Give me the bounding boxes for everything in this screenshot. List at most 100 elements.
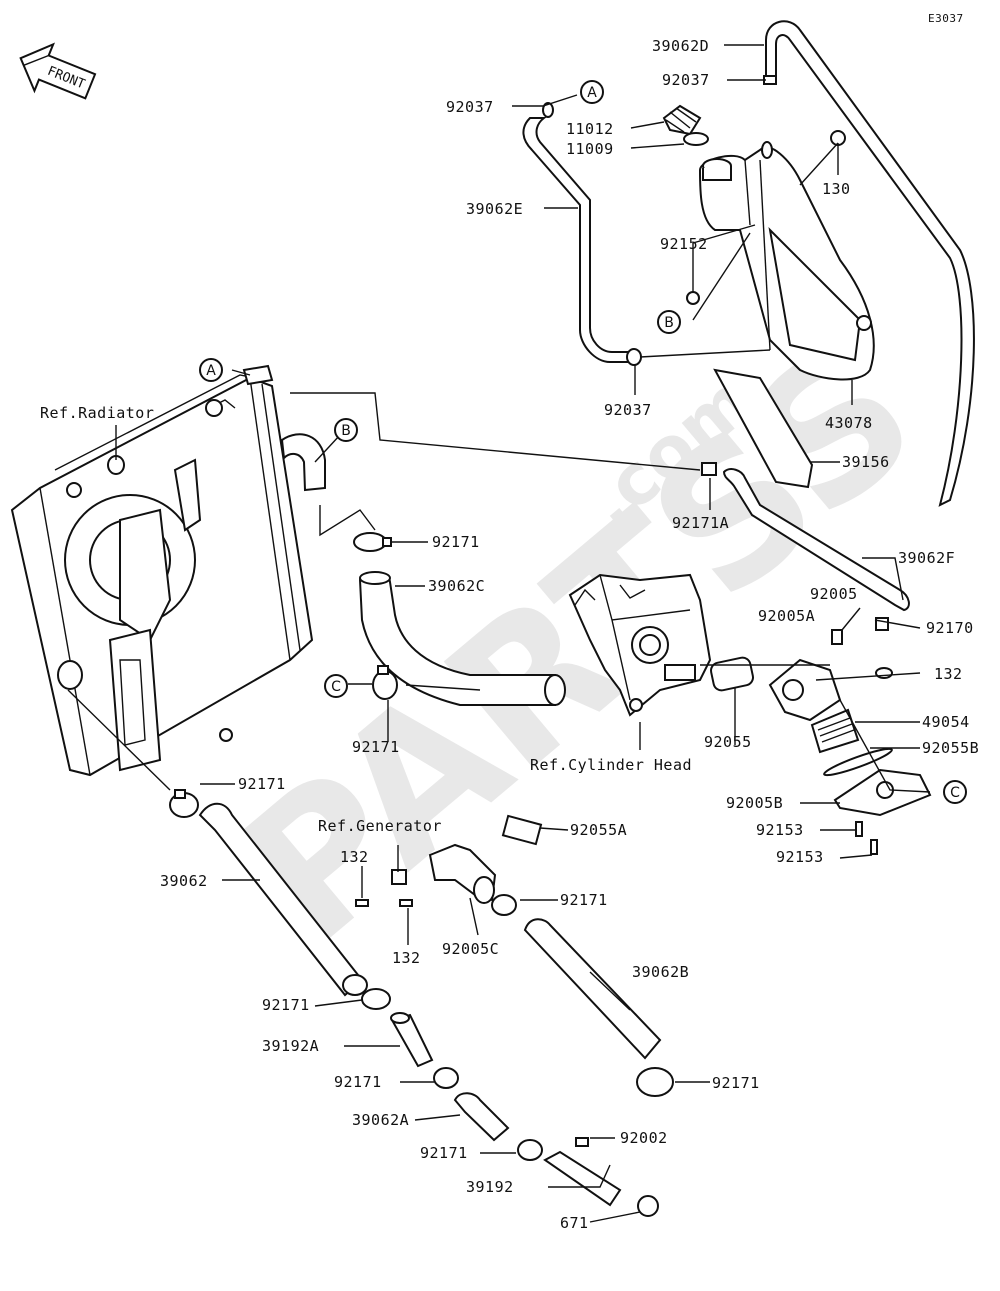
part-label: 39062B (632, 963, 689, 981)
part-label: 92037 (662, 71, 710, 89)
bolt-132-left (355, 899, 369, 907)
bolt-92153-a (855, 821, 863, 837)
bolt-92153-b (870, 839, 878, 855)
part-label: 39062C (428, 577, 485, 595)
oring-671 (637, 1195, 659, 1217)
part-label: 39192A (262, 1037, 319, 1055)
circle-ref-c-right: C (943, 780, 967, 804)
ref-label: Ref.Radiator (40, 404, 154, 422)
cylinder-head (568, 573, 712, 717)
part-label: 39062D (652, 37, 709, 55)
part-label: 39062F (898, 549, 955, 567)
hose-39062a (453, 1092, 510, 1142)
clamp-92171-radiator (169, 789, 199, 818)
bolt-132-right (399, 899, 413, 907)
cover-92005b (833, 768, 932, 817)
part-label: 39062 (160, 872, 208, 890)
thermostat-housing-92005a (768, 617, 893, 722)
part-label: 92171 (712, 1074, 760, 1092)
oring-92055b (823, 747, 893, 777)
part-label: 92171 (352, 738, 400, 756)
part-label: 132 (340, 848, 369, 866)
part-label: 92152 (660, 235, 708, 253)
part-label: 132 (934, 665, 963, 683)
circle-ref-a-radiator: A (199, 358, 223, 382)
pipe-39192a (390, 1012, 434, 1068)
gasket-92055 (710, 656, 754, 692)
part-label: 39062A (352, 1111, 409, 1129)
part-label: 92055B (922, 739, 979, 757)
diagram-code: E3037 (928, 12, 964, 25)
part-label: 92171 (560, 891, 608, 909)
hose-39062b (523, 918, 662, 1060)
part-label: 92153 (776, 848, 824, 866)
clamp-92171a (701, 462, 717, 476)
clamp-92171-end (517, 1139, 543, 1161)
part-label: 92005A (758, 607, 815, 625)
pipe-39192 (543, 1137, 622, 1207)
part-label: 92055A (570, 821, 627, 839)
part-label: 92170 (926, 619, 974, 637)
gasket-11009 (683, 132, 709, 146)
part-label: 92005B (726, 794, 783, 812)
part-label: 43078 (825, 414, 873, 432)
hose-39062d (765, 20, 975, 507)
circle-letter: B (341, 423, 351, 439)
part-label: 92037 (604, 401, 652, 419)
circle-letter: B (664, 315, 674, 331)
fitting-92005c (428, 814, 543, 904)
part-label: 11012 (566, 120, 614, 138)
part-label: 92002 (620, 1129, 668, 1147)
part-label: 92055 (704, 733, 752, 751)
part-label: 671 (560, 1214, 589, 1232)
part-label: 92171 (262, 996, 310, 1014)
clamp-92171-gen (491, 894, 517, 916)
part-label: 11009 (566, 140, 614, 158)
part-label: 92171 (432, 533, 480, 551)
reservoir-tank-43078 (698, 130, 875, 381)
part-label: 92171 (238, 775, 286, 793)
part-label: 39062E (466, 200, 523, 218)
clamp-92171-c (372, 665, 398, 700)
cap-11012 (662, 104, 702, 136)
ref-label: Ref.Generator (318, 817, 442, 835)
clamp-92171-lower (361, 988, 391, 1010)
clip-92037-b (626, 348, 642, 366)
clamp-92171-b (636, 1067, 674, 1097)
front-arrow-icon: FRONT (19, 42, 97, 100)
radiator-upper-elbow (280, 433, 326, 492)
radiator (10, 364, 314, 777)
thermostat-49054 (810, 708, 860, 754)
part-label: 130 (822, 180, 851, 198)
circle-letter: C (950, 785, 960, 801)
circle-letter: A (206, 363, 216, 379)
circle-ref-b-radiator: B (334, 418, 358, 442)
part-label: 92037 (446, 98, 494, 116)
pad-39156 (713, 368, 814, 489)
circle-ref-c-left: C (324, 674, 348, 698)
circle-letter: C (331, 679, 341, 695)
part-label: 92171 (334, 1073, 382, 1091)
circle-ref-a-top: A (580, 80, 604, 104)
part-label: 92171 (420, 1144, 468, 1162)
part-label: 39192 (466, 1178, 514, 1196)
generator-ref (391, 869, 407, 885)
leader-lines (67, 44, 931, 1223)
clamp-92171-upper (353, 532, 392, 552)
hose-39062f (722, 468, 910, 612)
part-label: 92153 (756, 821, 804, 839)
part-label: 132 (392, 949, 421, 967)
part-label: 92171A (672, 514, 729, 532)
part-label: 92005C (442, 940, 499, 958)
clip-92037-a (542, 102, 554, 118)
clamp-92171-mid (433, 1067, 459, 1089)
part-label: 39156 (842, 453, 890, 471)
part-label: 92005 (810, 585, 858, 603)
circle-ref-b-tank: B (657, 310, 681, 334)
ref-label: Ref.Cylinder Head (530, 756, 692, 774)
part-label: 49054 (922, 713, 970, 731)
circle-letter: A (587, 85, 597, 101)
washer-92152 (686, 291, 700, 305)
